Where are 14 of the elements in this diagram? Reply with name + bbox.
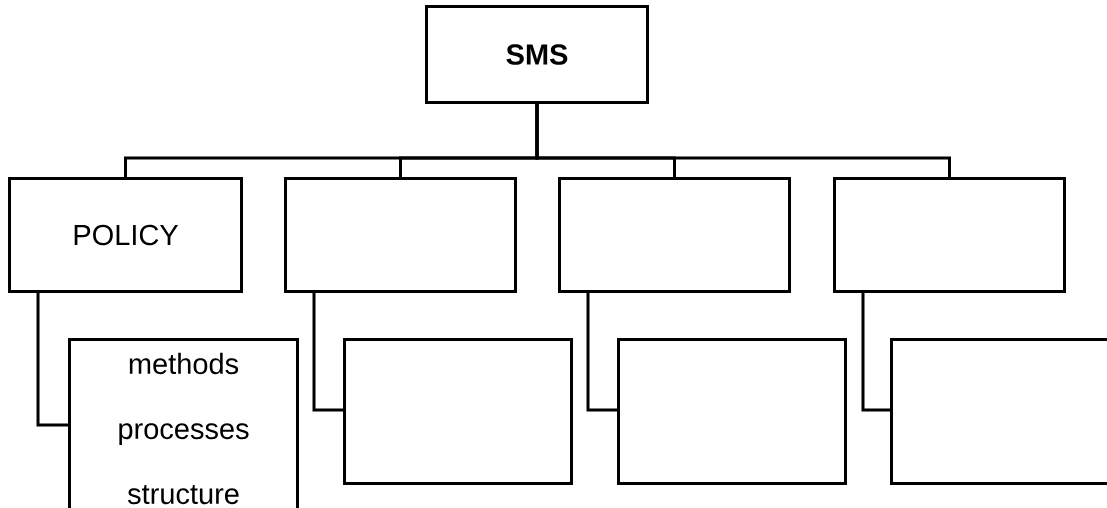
empty-box [617, 338, 847, 485]
connector-line [36, 290, 68, 427]
connector-line [312, 290, 343, 412]
empty-box [343, 338, 573, 485]
connector-line [586, 290, 617, 412]
category-box: POLICY [8, 177, 243, 293]
empty-box [558, 177, 791, 293]
connector-line [861, 290, 890, 412]
list-box: methods processes structure [68, 338, 299, 508]
empty-box [833, 177, 1066, 293]
connector-line [535, 104, 951, 177]
empty-box [284, 177, 517, 293]
title-box: SMS [425, 5, 649, 104]
empty-box [890, 338, 1107, 485]
